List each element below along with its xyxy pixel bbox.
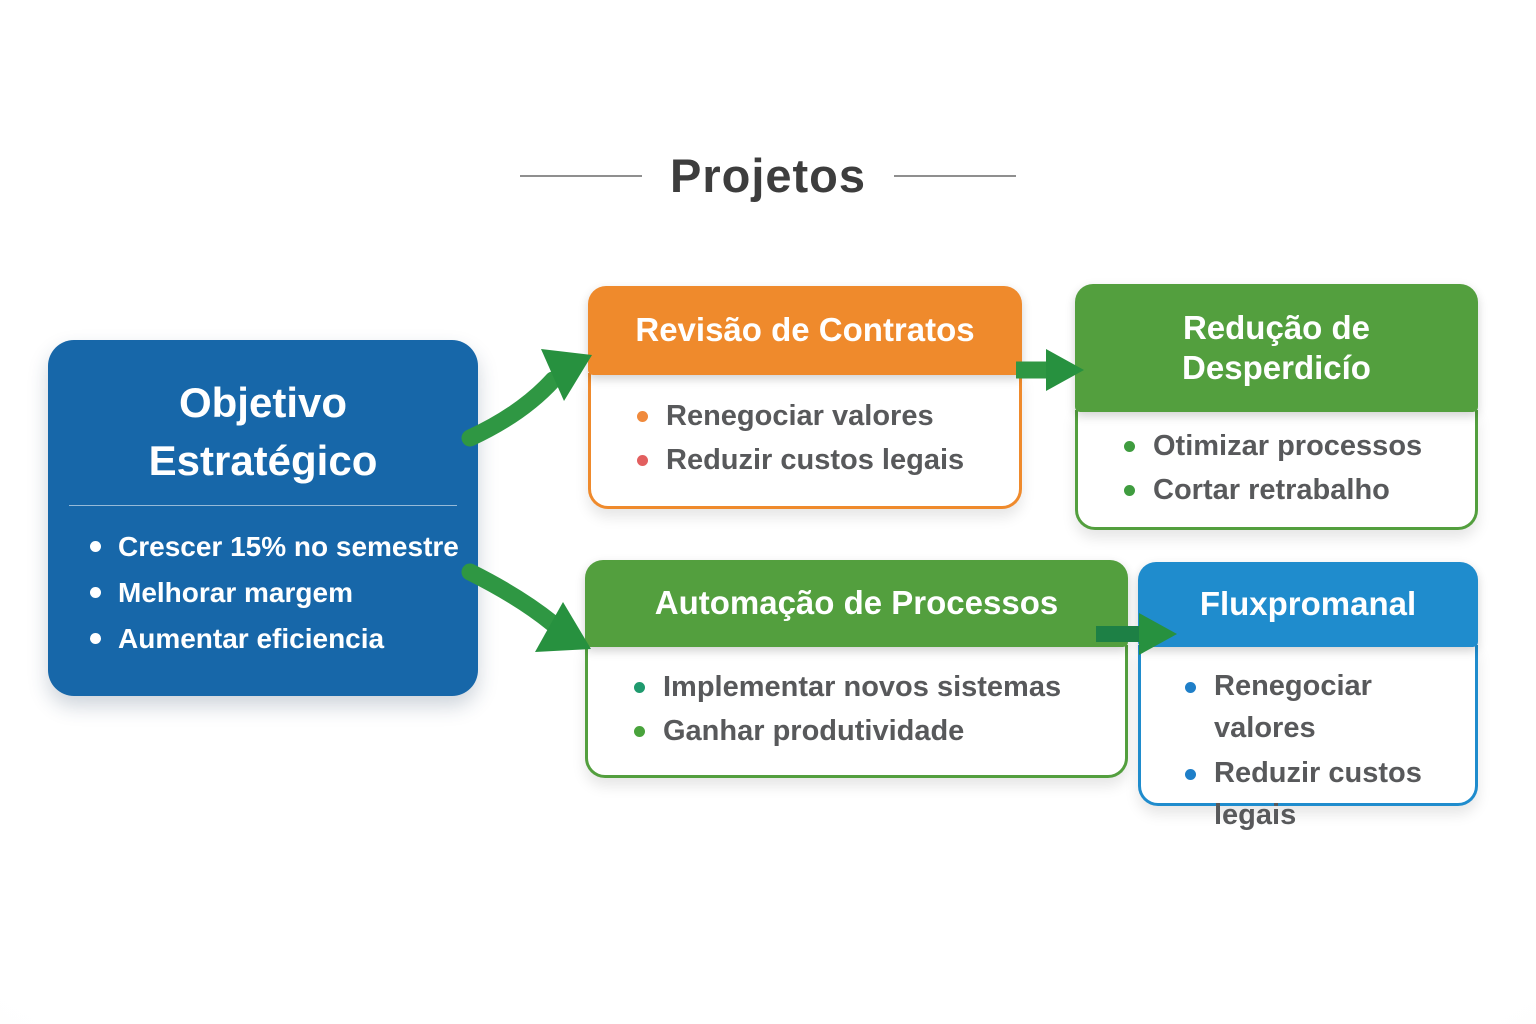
bullet-icon [634, 726, 645, 737]
list-item: Reduzir custos legais [637, 438, 1007, 482]
bullet-icon [1124, 485, 1135, 496]
project-body-fluxpromanal: Renegociar valores Reduzir custos legais [1138, 645, 1478, 831]
list-item: Aumentar eficiencia [90, 616, 462, 662]
project-body-reducao: Otimizar processos Cortar retrabalho [1075, 410, 1478, 530]
list-item: Renegociar valores [637, 394, 1007, 438]
list-item-text: Otimizar processos [1153, 430, 1423, 462]
title-row: Projetos [0, 148, 1536, 203]
objective-box: Objetivo Estratégico Crescer 15% no seme… [48, 340, 478, 696]
project-header-automacao: Automação de Processos [585, 560, 1128, 647]
list-item: Implementar novos sistemas [634, 665, 1113, 709]
list-item: Ganhar produtividade [634, 709, 1113, 753]
bullet-icon [637, 411, 648, 422]
arrow-objective-to-automacao-icon [461, 563, 591, 652]
bullet-icon [90, 541, 101, 553]
list-item-text: Reduzir custos legais [1214, 757, 1422, 831]
list-item-text: Melhorar margem [118, 576, 353, 608]
bullet-icon [90, 587, 101, 599]
arrow-revisao-to-reducao-icon [1016, 349, 1084, 391]
bullet-icon [1185, 682, 1196, 693]
project-header-fluxpromanal: Fluxpromanal [1138, 562, 1478, 647]
list-item-text: Reduzir custos legais [666, 444, 965, 476]
project-list: Otimizar processos Cortar retrabalho [1078, 424, 1475, 512]
objective-title: Objetivo Estratégico [148, 379, 378, 484]
list-item: Reduzir custos legais [1185, 752, 1463, 836]
objective-list: Crescer 15% no semestre Melhorar margem … [48, 524, 478, 662]
project-body-revisao: Renegociar valores Reduzir custos legais [588, 373, 1022, 509]
page-title: Projetos [669, 149, 867, 202]
project-body-automacao: Implementar novos sistemas Ganhar produt… [585, 645, 1128, 778]
project-list: Implementar novos sistemas Ganhar produt… [588, 665, 1125, 753]
project-list: Renegociar valores Reduzir custos legais [591, 394, 1019, 482]
list-item-text: Renegociar valores [1214, 670, 1372, 744]
project-list: Renegociar valores Reduzir custos legais [1141, 665, 1475, 836]
list-item-text: Ganhar produtividade [663, 715, 965, 747]
list-item: Crescer 15% no semestre [90, 524, 462, 570]
project-header-reducao: Redução de Desperdicío [1075, 284, 1478, 412]
list-item-text: Renegociar valores [666, 400, 934, 432]
list-item: Renegociar valores [1185, 665, 1463, 749]
objective-divider [69, 504, 457, 506]
list-item-text: Cortar retrabalho [1153, 474, 1390, 506]
list-item: Melhorar margem [90, 570, 462, 616]
bullet-icon [1124, 441, 1135, 452]
list-item-text: Crescer 15% no semestre [118, 530, 459, 562]
arrow-objective-to-revisao-icon [461, 349, 592, 447]
project-header-revisao: Revisão de Contratos [588, 286, 1022, 375]
list-item: Otimizar processos [1124, 424, 1463, 468]
bullet-icon [90, 633, 101, 645]
title-right-dash [894, 174, 1017, 177]
list-item: Cortar retrabalho [1124, 468, 1463, 512]
title-left-dash [519, 174, 642, 177]
list-item-text: Implementar novos sistemas [663, 671, 1062, 703]
list-item-text: Aumentar eficiencia [118, 622, 385, 654]
bullet-icon [634, 682, 645, 693]
bullet-icon [1185, 769, 1196, 780]
bullet-icon [637, 455, 648, 466]
